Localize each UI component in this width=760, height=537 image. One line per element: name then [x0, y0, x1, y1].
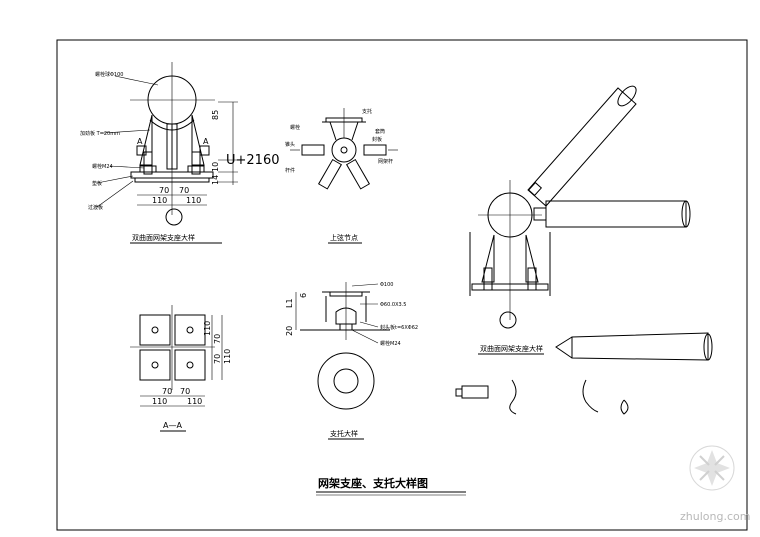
drawing-title: 网架支座、支托大样图 — [318, 476, 428, 490]
bracket-detail-view: L1 6 20 Φ100 Φ60.0X3.5 封头板t=6XΦ62 螺栓M24 … — [285, 282, 418, 440]
dim-mid1: 14 — [211, 175, 220, 185]
callout-tube: Φ60.0X3.5 — [380, 302, 406, 308]
dim-r2: 70 — [213, 334, 222, 344]
dim-b4: 110 — [187, 397, 202, 406]
dim-b1: 70 — [162, 387, 172, 396]
dim-l1: L1 — [285, 298, 294, 308]
dim-w2: 70 — [179, 186, 189, 195]
dim-w1: 70 — [159, 186, 169, 195]
callout-phi100: Φ100 — [380, 282, 393, 288]
section-mark-right: A — [203, 137, 209, 146]
overlay-text: U+2160 — [226, 153, 280, 168]
caption-support-detail: 双曲面网架支座大样 — [132, 233, 195, 242]
title-block: 网架支座、支托大样图 — [316, 476, 466, 496]
caption-a-a: A—A — [163, 421, 182, 430]
dim-mid2: 10 — [211, 162, 220, 172]
dim-d1: 6 — [299, 293, 308, 298]
dim-d2: 20 — [285, 326, 294, 336]
dim-r3: 70 — [213, 354, 222, 364]
callout-bracket: 支托 — [362, 108, 372, 115]
callout-boltm24: 螺栓M24 — [380, 340, 401, 347]
callout-transition: 过渡板 — [88, 204, 103, 211]
section-mark-left: A — [137, 137, 143, 146]
caption-curved-support: 双曲面网架支座大样 — [480, 344, 543, 353]
top-chord-node-view: 支托 螺栓 封板 锥头 杆件 套筒 网架杆 上弦节点 — [285, 108, 398, 244]
support-detail-view: A A 85 14 10 U+2160 70 70 110 110 螺栓球Φ10… — [80, 62, 280, 244]
callout-sleeve: 套筒 — [375, 128, 385, 135]
curved-support-view: 双曲面网架支座大样 — [469, 85, 691, 355]
watermark-logo — [689, 445, 735, 491]
dim-top: 85 — [211, 110, 220, 120]
watermark: zhulong.com — [680, 445, 750, 523]
callout-truss-rod: 网架杆 — [378, 158, 393, 165]
callout-stiffener: 加劲板 T=20mm — [80, 130, 120, 137]
dim-r4: 110 — [223, 349, 232, 364]
base-plate-section-view: 110 70 70 110 70 70 110 110 A—A — [130, 305, 232, 432]
caption-bracket-detail: 支托大样 — [330, 429, 358, 438]
sheet-border — [56, 39, 748, 531]
callout-bolt: 螺栓 — [290, 124, 300, 131]
dim-b3: 110 — [152, 397, 167, 406]
dim-b2: 70 — [180, 387, 190, 396]
dim-w3: 110 — [152, 196, 167, 205]
dim-r1: 110 — [203, 321, 212, 336]
callout-endplate: 封板 — [372, 136, 382, 143]
dim-w4: 110 — [186, 196, 201, 205]
callout-bolt: 螺栓M24 — [92, 163, 113, 170]
tube-fragments-view — [455, 332, 713, 415]
callout-member: 杆件 — [285, 167, 295, 174]
caption-top-chord-node: 上弦节点 — [330, 233, 358, 242]
callout-cone: 锥头 — [285, 141, 295, 148]
callout-capplate: 封头板t=6XΦ62 — [380, 324, 418, 331]
callout-pad: 垫板 — [92, 180, 102, 187]
callout-ball: 螺栓球Φ100 — [95, 71, 123, 78]
watermark-text: zhulong.com — [680, 510, 750, 523]
